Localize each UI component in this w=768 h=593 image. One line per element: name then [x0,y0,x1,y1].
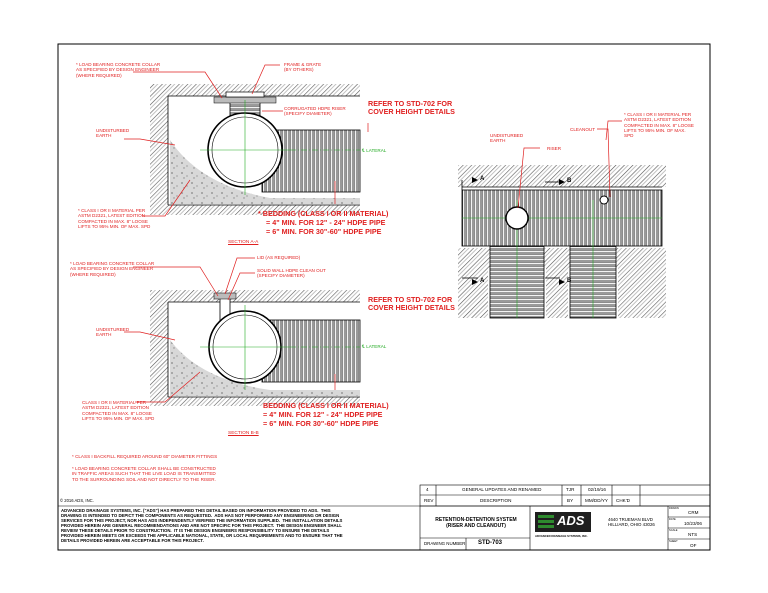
plan-view-drawing [458,120,666,319]
rev-number: 4 [426,487,429,492]
plan-cleanout-label: CLEANOUT [570,127,596,132]
header-rev: REV [424,498,434,503]
date-label: DATE [669,518,676,521]
section-b-bedding-3: = 6" MIN. FOR 30"-60" HDPE PIPE [263,419,379,428]
plan-riser-label: RISER [547,146,562,151]
plan-marker-b-top: B [567,178,572,184]
section-b-title: SECTION B-B [228,431,259,436]
section-b-drawing [124,257,361,406]
section-b-collar-note: * LOAD BEARING CONCRETE COLLAR AS SPECIF… [70,261,155,277]
plan-marker-b-bottom: B [567,278,572,284]
header-by: BY [567,498,574,503]
rev-by: TJR [566,487,575,492]
disclaimer-text: ADVANCED DRAINAGE SYSTEMS, INC. ("ADS") … [61,508,343,544]
section-a-lateral-label: ℄ LATERAL [362,148,387,153]
section-a-bedding-2: = 4" MIN. FOR 12" - 24" HDPE PIPE [266,218,386,227]
section-b-material-note: CLASS I OR II MATERIAL PER ASTM D2321, L… [82,400,155,421]
section-a-material-note: * CLASS I OR II MATERIAL PER ASTM D2321,… [78,208,151,229]
plan-earth-note: UNDISTURBED EARTH [490,133,524,144]
section-b-cleanout-note: SOLID WALL HDPE CLEAN OUT (SPECIFY DIAME… [257,268,326,279]
section-a-bedding-1: * BEDDING (CLASS I OR II MATERIAL) [258,209,389,218]
section-b-lateral-label: ℄ LATERAL [362,344,387,349]
section-a-refer-note: REFER TO STD-702 FOR COVER HEIGHT DETAIL… [368,99,455,117]
header-date: MM/DD/YY [585,498,608,503]
plan-marker-a-top: A [480,176,485,182]
drawing-title: RETENTION-DETENTION SYSTEM (RISER AND CL… [435,517,517,529]
ads-logo-subtitle: ADVANCED DRAINAGE SYSTEMS, INC. [535,534,588,538]
drawing-number-label: DRAWING NUMBER [424,541,466,546]
footnote-2: * LOAD BEARING CONCRETE COLLAR SHALL BE … [72,466,216,482]
section-b-refer-note: REFER TO STD-702 FOR COVER HEIGHT DETAIL… [368,295,455,313]
sheet-border [57,43,711,551]
company-address: 4640 TRUEMAN BLVD HILLIARD, OHIO 43026 [608,517,655,527]
ads-logo-text: ADS [557,513,585,528]
section-b-bedding-2: = 4" MIN. FOR 12" - 24" HDPE PIPE [263,410,383,419]
section-a-frame-note: FRAME & GRATE (BY OTHERS) [284,62,322,73]
header-description: DESCRIPTION [480,498,512,503]
sheet-value: OF [690,543,697,548]
plan-material-note: * CLASS I OR II MATERIAL PER ASTM D2321,… [624,112,694,139]
header-checked: CHK'D [616,498,630,503]
section-b-earth-note: UNDISTURBED EARTH [96,327,130,338]
scale-value: NTS [688,532,698,537]
section-a-collar-note: * LOAD BEARING CONCRETE COLLAR AS SPECIF… [76,62,161,78]
title-block-grid [58,484,711,550]
section-b-lid-note: LID (AS REQUIRED) [257,255,301,260]
rev-description: GENERAL UPDATES AND RENAMED [462,487,542,492]
section-a-title: SECTION A-A [228,240,259,245]
drawn-value: CRM [688,510,699,515]
sheet-label: SHEET [669,540,678,543]
drawing-number: STD-703 [478,540,503,546]
scale-label: SCALE [669,529,678,532]
section-a-bedding-3: = 6" MIN. FOR 30"-60" HDPE PIPE [266,227,382,236]
section-a-drawing [124,64,369,217]
copyright: © 2016 ADS, INC. [60,498,94,503]
section-a-riser-note: CORRUGATED HDPE RISER (SPECIFY DIAMETER) [284,106,346,117]
section-a-earth-note: UNDISTURBED EARTH [96,128,130,139]
footnote-1: * CLASS I BACKFILL REQUIRED AROUND 60" D… [72,454,218,459]
section-b-bedding-1: BEDDING (CLASS I OR II MATERIAL) [263,401,389,410]
plan-marker-a-bottom: A [480,278,485,284]
rev-date: 02/19/16 [588,487,606,492]
date-value: 10/23/06 [684,521,702,526]
drawn-label: DRAWN [669,507,679,510]
